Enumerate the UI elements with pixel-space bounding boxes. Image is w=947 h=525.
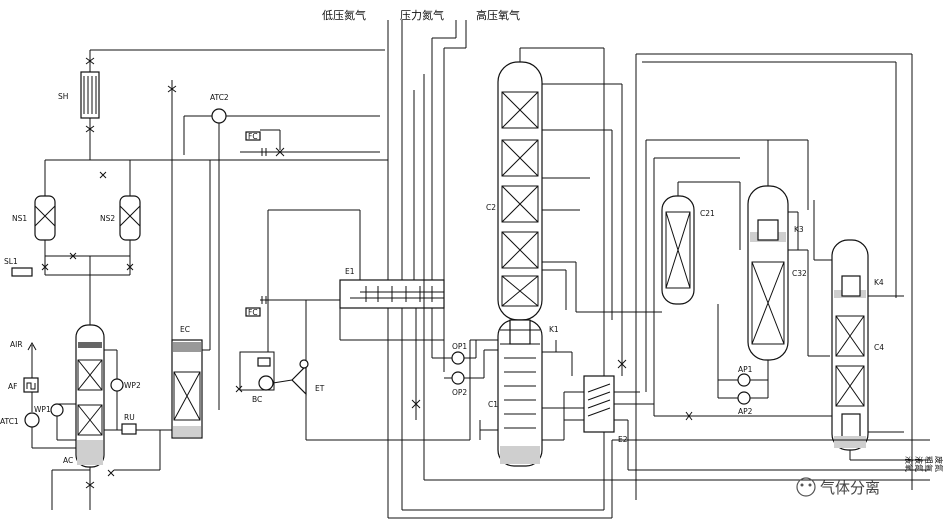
outlet-label-liquid-nitrogen: 液氮 [914,456,924,472]
upper-column-c2: C2 [486,47,605,510]
label-k3: K3 [794,225,804,234]
label-c2: C2 [486,203,496,212]
lower-column-c1: K1 C1 OP1 OP2 [432,319,584,467]
heater-sh: SH [58,49,385,160]
label-c1: C1 [488,400,498,409]
air-inlet: AIR AF ATC1 [0,340,76,449]
label-sh: SH [58,92,68,101]
product-lines: 低压氮气 压力氮气 高压氧气 [322,8,520,518]
pure-argon-column-c4: K4 C4 [831,239,930,461]
label-fc-mid: FC [248,308,258,317]
label-k4: K4 [874,278,884,287]
label-fc-top: FC [248,132,258,141]
label-ap2: AP2 [738,407,753,416]
atc2-and-fc: ATC2 FC [183,93,380,410]
crude-argon-column-c32: K3 C32 [747,140,830,361]
label-c21: C21 [700,209,715,218]
interconnect-piping [388,53,930,519]
label-low-pressure-nitrogen: 低压氮气 [322,8,366,22]
label-ac: AC [63,456,73,465]
label-wp1: WP1 [34,405,51,414]
label-bc: BC [252,395,262,404]
label-ns1: NS1 [12,214,27,223]
label-ns2: NS2 [100,214,115,223]
watermark: 气体分离 [796,477,880,497]
label-e1: E1 [345,267,355,276]
label-air: AIR [10,340,23,349]
label-ap1: AP1 [738,365,753,374]
evaporative-cooler-ec: EC [167,80,211,439]
label-c4: C4 [874,343,884,352]
label-ec: EC [180,325,190,334]
label-et: ET [315,384,325,393]
label-high-pressure-oxygen: 高压氧气 [476,8,520,22]
label-atc1: ATC1 [0,417,19,426]
label-sl1: SL1 [4,257,18,266]
label-af: AF [8,382,17,391]
outlet-label-liquid-oxygen: 液氧 [904,456,914,472]
label-wp2: WP2 [124,381,141,390]
subcooler-e2: E2 [542,84,930,471]
right-outlets: 液氧 液氮 粗氩 废氮 [904,456,944,472]
crude-argon-column-c21: C21 [640,181,741,313]
watermark-text: 气体分离 [820,479,880,497]
molecular-sieves: NS1 NS2 SL1 [4,159,388,330]
booster-expander: FC BC ET [235,209,470,441]
label-atc2: ATC2 [210,93,229,102]
label-pressure-nitrogen: 压力氮气 [400,8,444,22]
outlet-label-waste-nitrogen: 废氮 [934,456,944,472]
argon-pumps: AP1 AP2 [654,304,832,421]
label-op1: OP1 [452,342,467,351]
label-op2: OP2 [452,388,467,397]
label-ru: RU [124,413,135,422]
aftercooler-ac: AC WP1 WP2 RU [34,324,175,510]
outlet-label-crude-argon: 粗氩 [924,456,934,472]
main-exchanger-e1: E1 [339,267,445,420]
label-k1: K1 [549,325,559,334]
label-c32: C32 [792,269,807,278]
